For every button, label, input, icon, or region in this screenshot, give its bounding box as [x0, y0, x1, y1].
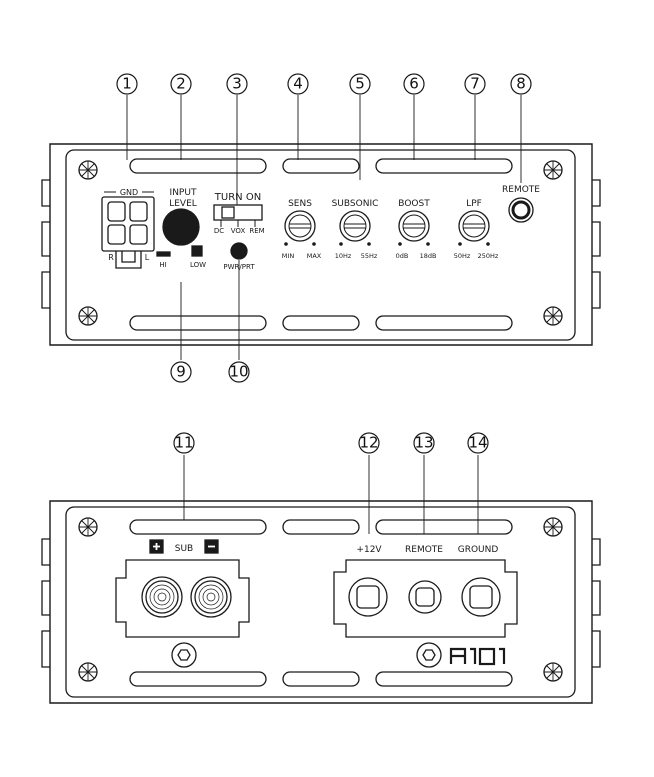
min-dot	[284, 242, 288, 246]
knob-boost[interactable]	[398, 210, 430, 242]
callout-number: 7	[470, 75, 480, 93]
callout-number: 14	[468, 434, 487, 452]
callout-number: 1	[122, 75, 132, 93]
callout-number: 10	[229, 363, 248, 381]
knob-label: BOOST	[398, 199, 430, 209]
callout-number: 12	[359, 434, 378, 452]
dc-label: DC	[214, 227, 224, 235]
callout-number: 11	[174, 434, 193, 452]
callout-6: 6	[403, 73, 425, 95]
callout-number: 6	[409, 75, 419, 93]
brand-logo	[449, 647, 506, 666]
input-level-label-line2: LEVEL	[169, 199, 197, 209]
callout-7: 7	[464, 73, 486, 95]
hex-screw-icon	[416, 642, 442, 668]
callout-11: 11	[173, 432, 195, 454]
callout-number: 5	[355, 75, 365, 93]
screw-icon	[78, 306, 98, 326]
max-dot	[312, 242, 316, 246]
rem-label: REM	[249, 227, 264, 235]
low-label: LOW	[190, 261, 206, 269]
knob-max-label: 55Hz	[361, 252, 378, 260]
ground-label: GROUND	[458, 545, 499, 555]
min-dot	[398, 242, 402, 246]
screw-icon	[78, 517, 98, 537]
input-level-label-line1: INPUT	[170, 188, 197, 198]
vox-label: VOX	[231, 227, 246, 235]
callout-8: 8	[510, 73, 532, 95]
screw-icon	[543, 517, 563, 537]
screw-icon	[543, 662, 563, 682]
screw-icon	[543, 306, 563, 326]
l-label: L	[145, 253, 150, 262]
minus-icon	[204, 539, 219, 554]
sub-label: SUB	[175, 544, 193, 554]
max-dot	[367, 242, 371, 246]
knob-min-label: 50Hz	[454, 252, 471, 260]
r-label: R	[108, 253, 114, 262]
hi-label: HI	[159, 261, 166, 269]
pwr-prt-led	[230, 242, 248, 260]
callout-14: 14	[467, 432, 489, 454]
knob-label: LPF	[466, 199, 482, 209]
hi-switch-mark	[156, 251, 171, 257]
remote-jack-label: REMOTE	[502, 185, 540, 195]
callout-number: 4	[293, 75, 303, 93]
knob-max-label: 18dB	[420, 252, 437, 260]
callout-9: 9	[170, 361, 192, 383]
rear-remote-label: REMOTE	[405, 545, 443, 555]
callout-1: 1	[116, 73, 138, 95]
knob-label: SENS	[288, 199, 312, 209]
callout-number: 8	[516, 75, 526, 93]
max-dot	[486, 242, 490, 246]
screw-icon	[78, 160, 98, 180]
knob-min-label: MIN	[282, 252, 295, 260]
min-dot	[458, 242, 462, 246]
input-level-knob[interactable]	[162, 208, 200, 246]
callout-13: 13	[413, 432, 435, 454]
remote-jack[interactable]	[508, 197, 534, 223]
knob-max-label: MAX	[307, 252, 322, 260]
callout-number: 2	[176, 75, 186, 93]
speaker-output-terminal[interactable]	[115, 559, 250, 638]
hex-screw-icon	[171, 642, 197, 668]
turn-on-label: TURN ON	[214, 192, 261, 203]
plus-icon	[149, 539, 164, 554]
callout-3: 3	[226, 73, 248, 95]
knob-lpf[interactable]	[458, 210, 490, 242]
knob-label: SUBSONIC	[332, 199, 379, 209]
rotary-knobs: SENS MIN MAX SUBSONIC 10Hz 55Hz BOOST 0dB 18dB LP…	[282, 199, 499, 260]
low-switch-mark	[191, 245, 203, 257]
power-terminal-block[interactable]	[333, 559, 518, 638]
plus12v-label: +12V	[356, 545, 382, 555]
callout-4: 4	[287, 73, 309, 95]
callout-number: 3	[232, 75, 242, 93]
gnd-label: GND	[120, 188, 138, 197]
rear-panel: SUB +12V REMOTE GROUND	[41, 500, 601, 704]
turn-on-switch[interactable]	[213, 204, 263, 227]
callout-number: 13	[414, 434, 433, 452]
speaker-input-connector	[101, 196, 155, 269]
callout-12: 12	[358, 432, 380, 454]
min-dot	[339, 242, 343, 246]
callout-5: 5	[349, 73, 371, 95]
knob-min-label: 0dB	[396, 252, 409, 260]
callout-number: 9	[176, 363, 186, 381]
knob-max-label: 250Hz	[478, 252, 499, 260]
screw-icon	[78, 662, 98, 682]
knob-subsonic[interactable]	[339, 210, 371, 242]
max-dot	[426, 242, 430, 246]
knob-min-label: 10Hz	[335, 252, 352, 260]
knob-sens[interactable]	[284, 210, 316, 242]
callout-10: 10	[228, 361, 250, 383]
screw-icon	[543, 160, 563, 180]
callout-2: 2	[170, 73, 192, 95]
front-panel: GND R L INPUT LEVEL HI LOW TURN ON DC VO…	[41, 143, 601, 346]
